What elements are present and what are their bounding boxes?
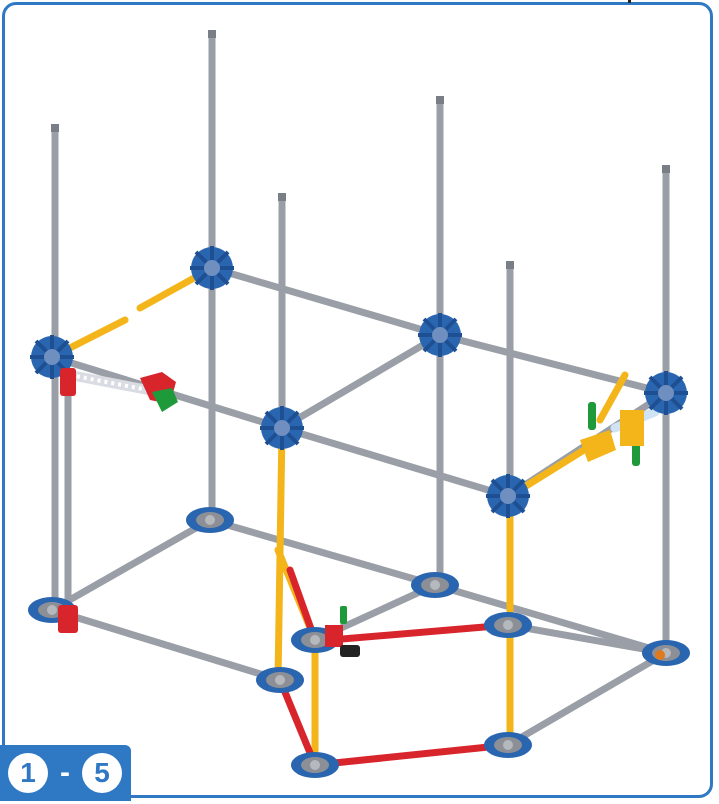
yellow-connectors <box>580 410 644 462</box>
red-rods <box>276 566 512 769</box>
black-end-cap <box>340 645 360 657</box>
step-separator: - <box>60 756 70 789</box>
yellow-rods <box>56 264 629 769</box>
step-badge: 1 - 5 <box>0 745 131 801</box>
gray-rods-lower <box>48 516 670 749</box>
green-clips-right <box>340 402 640 624</box>
build-number: 1 <box>8 753 48 793</box>
step-number: 5 <box>82 753 122 793</box>
post-tips <box>51 30 670 269</box>
green-clip-left <box>140 372 178 412</box>
frame-tick-mark <box>628 0 631 3</box>
white-rod <box>65 370 153 395</box>
instruction-frame <box>2 2 713 798</box>
red-connectors <box>58 368 343 647</box>
orange-peg <box>655 650 665 660</box>
